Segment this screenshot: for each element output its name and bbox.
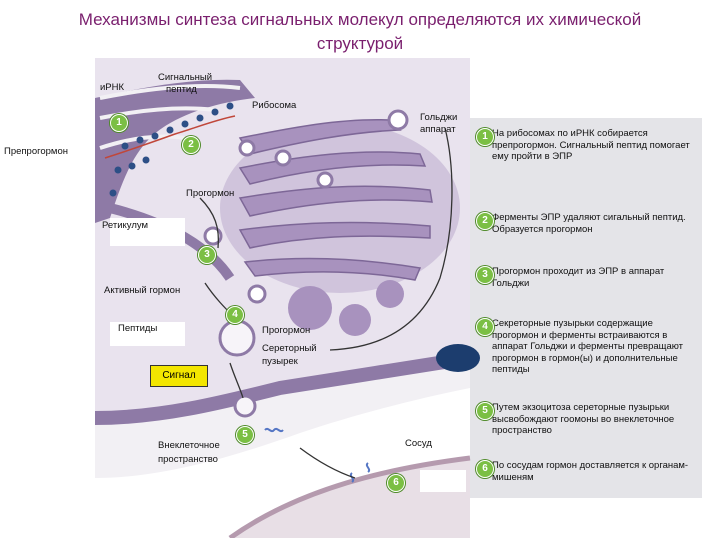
label-prohormone-1: Прогормон bbox=[186, 188, 234, 199]
step-6: 6 По сосудам гормон доставляется к орган… bbox=[476, 460, 694, 483]
step-5-text: Путем экзоцитоза сеpеторные пузырьки выс… bbox=[492, 402, 694, 437]
label-extracellular-1: Внеклеточное bbox=[158, 440, 220, 451]
diagram-step-3: 3 bbox=[198, 246, 216, 264]
label-golgi-2: аппарат bbox=[420, 124, 456, 135]
label-bg-vessel bbox=[420, 470, 466, 492]
step-panel-bg bbox=[470, 118, 702, 498]
label-peptides: Пептиды bbox=[118, 323, 157, 334]
label-secretory-1: Сереторный bbox=[262, 343, 317, 354]
step-3-text: Прогормон проходит из ЭПР в аппарат Голь… bbox=[492, 266, 694, 289]
exocytosis-vesicle bbox=[235, 396, 255, 416]
step-2-text: Ферменты ЭПР удаляют сигальный пептид. О… bbox=[492, 212, 694, 235]
step-4-number: 4 bbox=[476, 318, 494, 336]
label-signal-peptide-1: Сигнальный bbox=[158, 72, 212, 83]
label-secretory-2: пузырек bbox=[262, 356, 298, 367]
step-6-text: По сосудам гормон доставляется к органам… bbox=[492, 460, 694, 483]
label-preprohormone: Препрогормон bbox=[4, 146, 68, 157]
step-5: 5 Путем экзоцитоза сеpеторные пузырьки в… bbox=[476, 402, 694, 437]
secretory-vesicle bbox=[220, 321, 254, 355]
step-2: 2 Ферменты ЭПР удаляют сигальный пептид.… bbox=[476, 212, 694, 235]
diagram-step-1: 1 bbox=[110, 114, 128, 132]
step-1: 1 На рибосомах по иРНК собирается препро… bbox=[476, 128, 694, 163]
label-prohormone-2: Прогормон bbox=[262, 325, 310, 336]
label-reticulum: Ретикулум bbox=[102, 220, 148, 231]
label-extracellular-2: пространство bbox=[158, 454, 218, 465]
step-5-number: 5 bbox=[476, 402, 494, 420]
label-mrna: иРНК bbox=[100, 82, 124, 93]
label-ribosome: Рибосома bbox=[252, 100, 296, 111]
nucleus-edge bbox=[436, 344, 480, 372]
diagram-step-6: 6 bbox=[387, 474, 405, 492]
step-6-number: 6 bbox=[476, 460, 494, 478]
diagram-step-2: 2 bbox=[182, 136, 200, 154]
label-golgi-1: Гольджи bbox=[420, 112, 457, 123]
label-vessel: Сосуд bbox=[405, 438, 432, 449]
diagram-step-4: 4 bbox=[226, 306, 244, 324]
title-line-1: Механизмы синтеза сигнальных молекул опр… bbox=[0, 8, 720, 32]
step-3-number: 3 bbox=[476, 266, 494, 284]
step-3: 3 Прогормон проходит из ЭПР в аппарат Го… bbox=[476, 266, 694, 289]
diagram-step-5: 5 bbox=[236, 426, 254, 444]
signal-badge: Сигнал bbox=[150, 365, 208, 387]
step-1-text: На рибосомах по иРНК собирается препрого… bbox=[492, 128, 694, 163]
step-2-number: 2 bbox=[476, 212, 494, 230]
step-1-number: 1 bbox=[476, 128, 494, 146]
step-4-text: Секреторные пузырьки содержащие прогормо… bbox=[492, 318, 694, 376]
label-signal-peptide-2: пептид bbox=[166, 84, 197, 95]
title-line-2: структурой bbox=[0, 32, 720, 56]
page-title: Механизмы синтеза сигнальных молекул опр… bbox=[0, 8, 720, 56]
label-active-hormone: Активный гормон bbox=[104, 285, 180, 296]
step-4: 4 Секреторные пузырьки содержащие прогор… bbox=[476, 318, 694, 376]
